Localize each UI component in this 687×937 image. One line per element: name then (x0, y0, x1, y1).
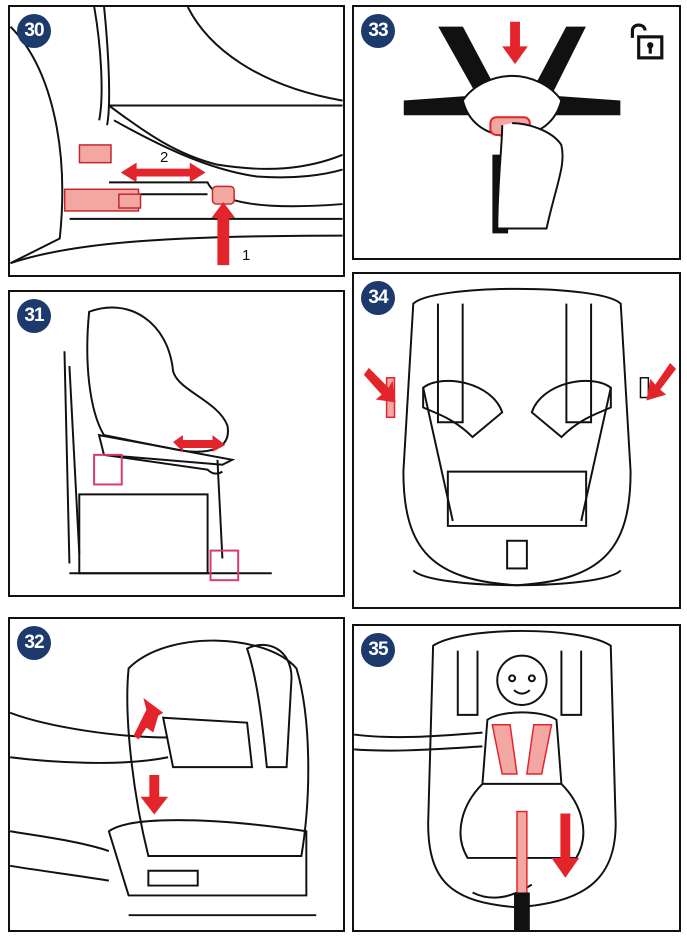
step-33-illustration (403, 21, 621, 234)
step-32-panel: 32 (8, 617, 345, 932)
step-30-illustration (10, 7, 343, 266)
step-number-badge: 34 (361, 281, 395, 315)
step-31-illustration (63, 306, 272, 582)
step-35-illustration (354, 629, 617, 930)
step-32-illustration (10, 639, 317, 917)
unlock-icon (630, 23, 664, 60)
push-label: 1 (242, 247, 251, 264)
step-number-badge: 31 (17, 299, 51, 333)
step-33-panel: 33 (352, 5, 681, 260)
step-number-badge: 32 (17, 626, 51, 660)
step-30-panel: 30 2 1 (8, 5, 345, 277)
step-number-badge: 35 (361, 633, 395, 667)
step-number-badge: 33 (361, 14, 395, 48)
step-35-panel: 35 (352, 624, 681, 932)
step-number-badge: 30 (17, 14, 51, 48)
step-34-panel: 34 (352, 272, 681, 609)
step-34-illustration (363, 287, 677, 587)
step-31-panel: 31 (8, 290, 345, 597)
slide-label: 2 (160, 149, 169, 166)
